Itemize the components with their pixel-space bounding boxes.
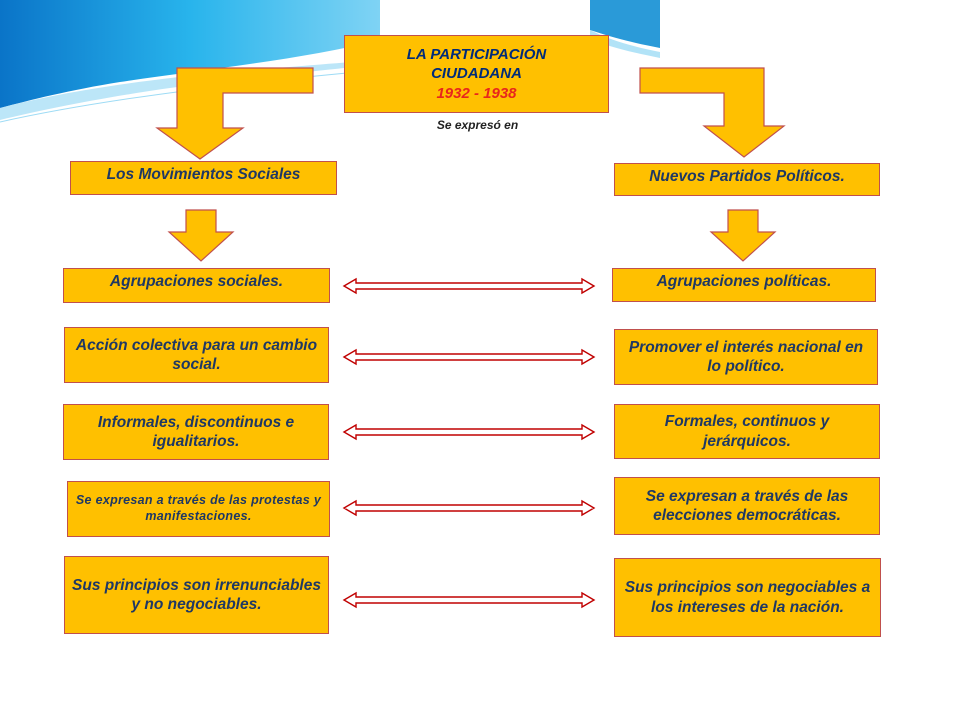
right-item-1: Agrupaciones políticas. xyxy=(656,273,832,290)
bent-arrow-right xyxy=(639,67,786,158)
right-heading: Nuevos Partidos Políticos. xyxy=(649,168,845,185)
left-item-box-4: Se expresan a través de las protestas y … xyxy=(67,481,330,537)
right-item-box-4: Se expresan a través de las elecciones d… xyxy=(614,477,880,535)
left-item-2: Acción colectiva para un cambio social. xyxy=(75,336,318,373)
title-box: LA PARTICIPACIÓN CIUDADANA 1932 - 1938 xyxy=(344,35,609,113)
double-arrow-1 xyxy=(342,277,596,295)
right-item-5: Sus principios son negociables a los int… xyxy=(624,579,871,616)
right-heading-box: Nuevos Partidos Políticos. xyxy=(614,163,880,196)
left-heading: Los Movimientos Sociales xyxy=(106,166,301,183)
bent-arrow-left xyxy=(155,67,314,160)
left-item-1: Agrupaciones sociales. xyxy=(109,273,284,290)
title-line-2: CIUDADANA xyxy=(431,65,522,83)
down-arrow-right xyxy=(709,209,777,262)
double-arrow-5 xyxy=(342,591,596,609)
double-arrow-2 xyxy=(342,348,596,366)
left-item-3: Informales, discontinuos e igualitarios. xyxy=(97,413,295,450)
right-item-box-1: Agrupaciones políticas. xyxy=(612,268,876,302)
double-arrow-3 xyxy=(342,423,596,441)
right-item-box-3: Formales, continuos y jerárquicos. xyxy=(614,404,880,459)
right-item-3: Formales, continuos y jerárquicos. xyxy=(664,413,830,450)
title-line-1: LA PARTICIPACIÓN xyxy=(406,45,547,63)
left-heading-box: Los Movimientos Sociales xyxy=(70,161,337,195)
left-item-box-2: Acción colectiva para un cambio social. xyxy=(64,327,329,383)
right-item-box-2: Promover el interés nacional en lo polít… xyxy=(614,329,878,385)
right-item-4: Se expresan a través de las elecciones d… xyxy=(645,487,849,524)
right-item-2: Promover el interés nacional en lo polít… xyxy=(628,338,864,375)
title-years: 1932 - 1938 xyxy=(436,84,517,102)
left-item-4: Se expresan a través de las protestas y … xyxy=(75,493,322,523)
left-item-box-3: Informales, discontinuos e igualitarios. xyxy=(63,404,329,460)
double-arrow-4 xyxy=(342,499,596,517)
down-arrow-left xyxy=(167,209,235,262)
connector-caption: Se expresó en xyxy=(436,118,519,132)
right-item-box-5: Sus principios son negociables a los int… xyxy=(614,558,881,637)
left-item-box-5: Sus principios son irrenunciables y no n… xyxy=(64,556,329,634)
left-item-5: Sus principios son irrenunciables y no n… xyxy=(72,576,321,613)
left-item-box-1: Agrupaciones sociales. xyxy=(63,268,330,303)
